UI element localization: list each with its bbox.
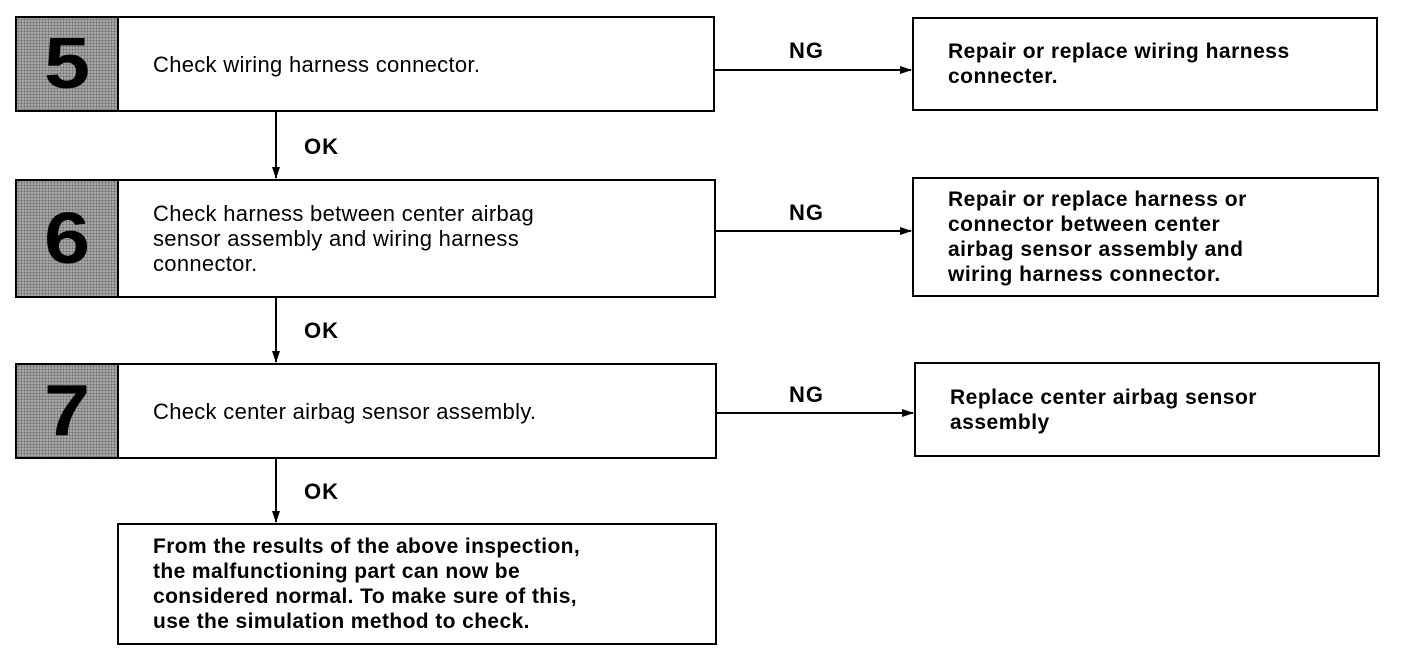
step-7-box: 7 Check center airbag sensor assembly. <box>15 363 717 459</box>
step-6-text: Check harness between center airbag sens… <box>153 201 535 276</box>
step-7-number-tile: 7 <box>17 365 119 457</box>
step-6-ok-label: OK <box>304 318 339 343</box>
step-5-ng-label: NG <box>789 38 824 63</box>
step-7-text: Check center airbag sensor assembly. <box>153 398 537 424</box>
step-5-text: Check wiring harness connector. <box>153 51 481 77</box>
step-6-number: 6 <box>43 198 91 279</box>
step-6-ng-label: NG <box>789 200 824 225</box>
step-5-box: 5 Check wiring harness connector. <box>15 16 715 112</box>
step-5-ng-action: Repair or replace wiring harness connect… <box>912 17 1378 111</box>
step-5-ok-label: OK <box>304 134 339 159</box>
step-7-ok-label: OK <box>304 479 339 504</box>
step-5-number: 5 <box>43 24 91 104</box>
step-7-ng-label: NG <box>789 382 824 407</box>
step-7-number: 7 <box>43 371 91 451</box>
step-6-number-tile: 6 <box>17 181 119 296</box>
step-6-box: 6 Check harness between center airbag se… <box>15 179 716 298</box>
step-7-ng-action: Replace center airbag sensor assembly <box>914 362 1380 457</box>
step-6-ng-action: Repair or replace harness or connector b… <box>912 177 1379 297</box>
final-conclusion-box: From the results of the above inspection… <box>117 523 717 645</box>
step-5-number-tile: 5 <box>17 18 119 110</box>
